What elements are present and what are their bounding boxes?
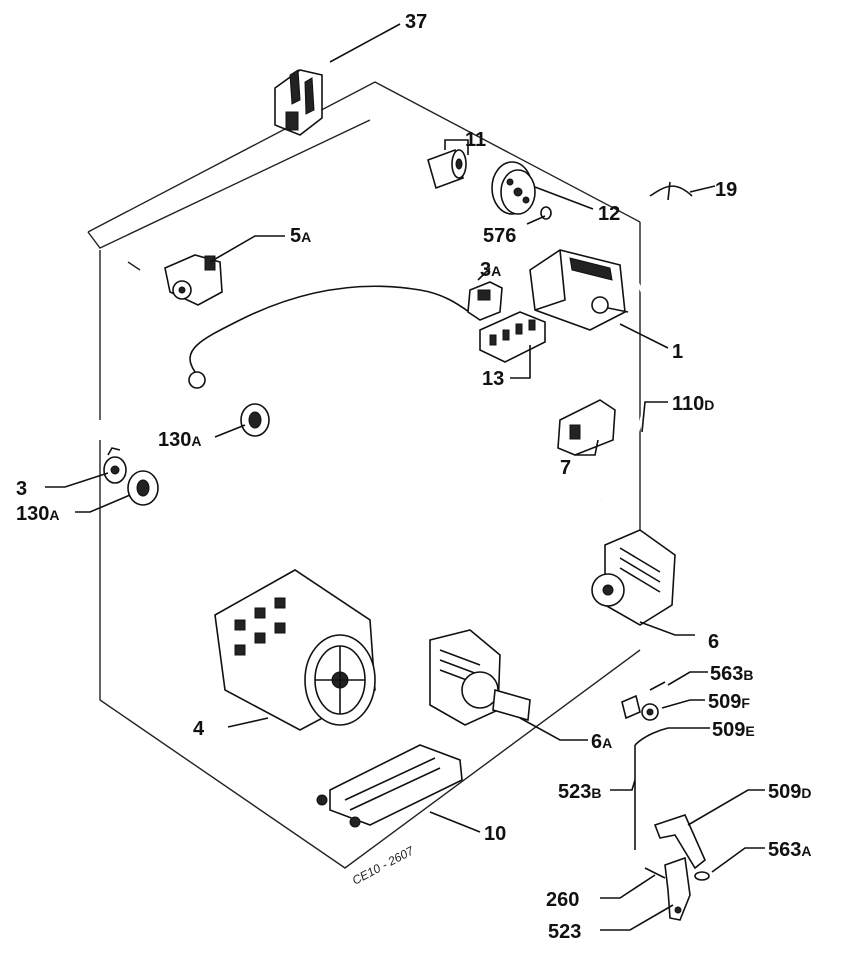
leader-lines — [45, 23, 765, 931]
callout-563b: 563B — [710, 663, 754, 685]
cabinet-frame — [87, 81, 641, 869]
callout-3: 3 — [16, 478, 27, 500]
callout-12: 12 — [598, 203, 620, 225]
callout-labels: 37 11 19 12 576 5A 3A 1 13 110D 130A 3 1… — [16, 11, 812, 943]
door-lock-part[interactable] — [274, 69, 323, 136]
terminal-block-part[interactable] — [479, 311, 546, 363]
callout-563a: 563A — [768, 839, 812, 861]
pump-cooling-fins — [619, 547, 661, 593]
clip-part[interactable] — [649, 181, 693, 201]
switch-part[interactable] — [467, 281, 503, 321]
callout-11: 11 — [465, 129, 486, 151]
motor-vent-slots — [234, 597, 286, 656]
motor-part[interactable] — [214, 569, 376, 731]
callout-5a: 5A — [290, 225, 311, 247]
capacitor-part[interactable] — [427, 148, 467, 190]
door-linkage-parts[interactable] — [621, 681, 669, 850]
timer-knob-part[interactable] — [491, 161, 536, 215]
wire-harness — [188, 285, 479, 389]
callout-6: 6 — [708, 631, 719, 653]
callout-130a-lower: 130A — [16, 503, 60, 525]
callout-10: 10 — [484, 823, 506, 845]
drain-pump-part[interactable] — [591, 529, 676, 626]
thermostat-part[interactable] — [103, 447, 127, 484]
callout-19: 19 — [715, 179, 737, 201]
callout-110d: 110D — [672, 393, 714, 415]
callout-523b: 523B — [558, 781, 602, 803]
heating-element-part[interactable] — [316, 744, 463, 828]
circulation-pump-part[interactable] — [429, 629, 531, 726]
ring-part[interactable] — [694, 871, 710, 881]
callout-3a: 3A — [480, 259, 501, 281]
lever-part[interactable] — [653, 814, 706, 870]
callout-6a: 6A — [591, 731, 612, 753]
grommet-part-lower[interactable] — [127, 470, 159, 506]
callout-509e: 509E — [712, 719, 755, 741]
programme-timer-part[interactable] — [529, 249, 629, 331]
callout-4: 4 — [193, 718, 205, 740]
callout-130a-upper: 130A — [158, 429, 202, 451]
callout-7: 7 — [560, 457, 571, 479]
callout-509f: 509F — [708, 691, 750, 713]
callout-576: 576 — [483, 225, 516, 247]
callout-260: 260 — [546, 889, 579, 911]
inlet-valve-part[interactable] — [164, 254, 223, 306]
grommet-part-upper[interactable] — [240, 403, 270, 437]
callout-523: 523 — [548, 921, 581, 943]
drawing-code: CE10 - 2607 — [350, 843, 417, 888]
callout-1: 1 — [672, 341, 683, 363]
latch-parts[interactable] — [644, 856, 691, 921]
callout-509d: 509D — [768, 781, 812, 803]
callout-13: 13 — [482, 368, 504, 390]
callout-37: 37 — [405, 11, 427, 33]
pressure-hose-part[interactable] — [559, 226, 655, 502]
suppressor-part[interactable] — [557, 399, 616, 456]
